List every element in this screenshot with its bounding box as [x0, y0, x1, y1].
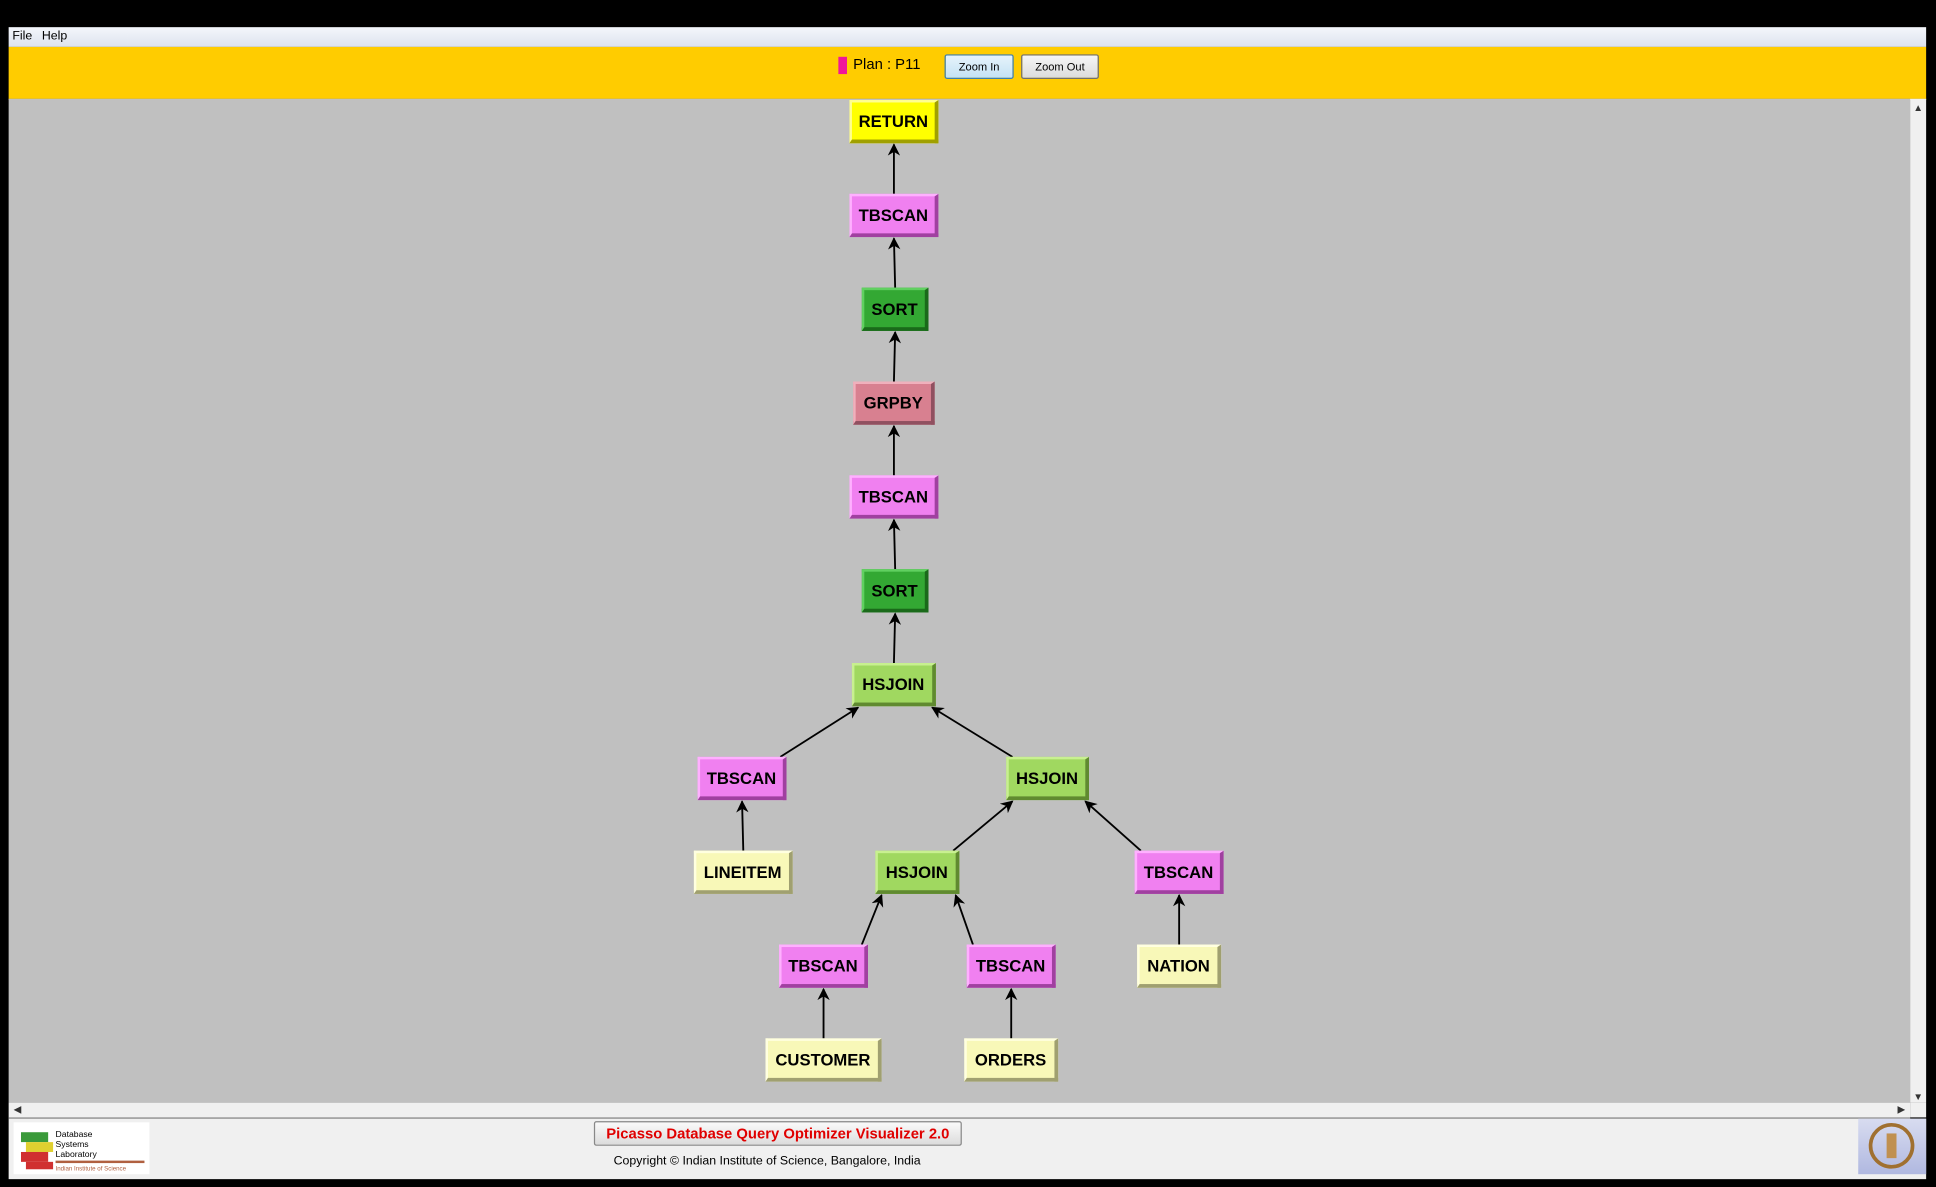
- plan-node-grpby[interactable]: GRPBY: [853, 381, 935, 425]
- plan-edge-arrow: [888, 330, 902, 382]
- plan-tree-canvas: RETURN TBSCAN SORT GRPBY TBSCAN SORT HSJOIN TBS…: [8, 98, 1911, 1103]
- svg-text:Laboratory: Laboratory: [56, 1149, 98, 1159]
- plan-edge-arrow: [779, 706, 860, 758]
- svg-text:Database: Database: [56, 1129, 93, 1139]
- footer: Database Systems Laboratory Indian Insti…: [8, 1118, 1927, 1180]
- plan-label: Plan : P11: [853, 55, 921, 73]
- plan-node-tbscan[interactable]: TBSCAN: [779, 944, 868, 988]
- plan-edge-arrow: [952, 800, 1014, 852]
- horizontal-scrollbar[interactable]: ◀▶: [8, 1102, 1911, 1119]
- plan-edge-arrow: [888, 518, 901, 570]
- plan-edge-arrow: [736, 800, 749, 851]
- plan-edge-arrow: [860, 894, 884, 945]
- plan-node-tbscan[interactable]: TBSCAN: [697, 756, 787, 801]
- plan-edge-arrow: [953, 893, 974, 945]
- menu-bar: File Help: [8, 27, 1927, 47]
- iisc-emblem-icon: [1858, 1118, 1927, 1175]
- vertical-scrollbar[interactable]: ▲▼: [1910, 98, 1927, 1103]
- plan-node-sort[interactable]: SORT: [861, 569, 929, 613]
- plan-node-tbscan[interactable]: TBSCAN: [966, 944, 1056, 988]
- app-title-button[interactable]: Picasso Database Query Optimizer Visuali…: [593, 1121, 962, 1146]
- menu-file[interactable]: File: [12, 29, 33, 44]
- plan-node-orders[interactable]: ORDERS: [964, 1038, 1059, 1082]
- menu-help[interactable]: Help: [41, 29, 68, 44]
- plan-edges: [736, 143, 1186, 1039]
- dsl-logo: Database Systems Laboratory Indian Insti…: [13, 1122, 150, 1175]
- plan-node-hsjoin[interactable]: HSJOIN: [851, 663, 936, 707]
- plan-node-hsjoin[interactable]: HSJOIN: [875, 850, 960, 894]
- plan-node-tbscan[interactable]: TBSCAN: [849, 475, 939, 519]
- plan-node-sort[interactable]: SORT: [861, 287, 929, 331]
- copyright-text: Copyright © Indian Institute of Science,…: [613, 1154, 921, 1169]
- plan-color-swatch: [838, 56, 848, 75]
- plan-node-tbscan[interactable]: TBSCAN: [849, 193, 939, 238]
- plan-node-hsjoin[interactable]: HSJOIN: [1006, 756, 1090, 801]
- svg-text:Systems: Systems: [56, 1139, 89, 1149]
- toolbar: Plan : P11 Zoom In Zoom Out: [8, 46, 1927, 101]
- zoom-in-button[interactable]: Zoom In: [944, 54, 1014, 80]
- plan-node-lineitem[interactable]: LINEITEM: [693, 850, 793, 894]
- zoom-out-button[interactable]: Zoom Out: [1021, 54, 1099, 80]
- plan-edge-arrow: [888, 612, 902, 664]
- svg-text:Indian Institute of Science: Indian Institute of Science: [56, 1165, 127, 1172]
- plan-node-return[interactable]: RETURN: [849, 100, 939, 144]
- plan-edge-arrow: [888, 237, 901, 288]
- plan-edge-arrow: [931, 706, 1013, 758]
- plan-edge-arrow: [1084, 800, 1142, 852]
- plan-node-customer[interactable]: CUSTOMER: [765, 1038, 882, 1082]
- plan-node-tbscan[interactable]: TBSCAN: [1134, 850, 1224, 894]
- plan-node-nation[interactable]: NATION: [1137, 944, 1222, 988]
